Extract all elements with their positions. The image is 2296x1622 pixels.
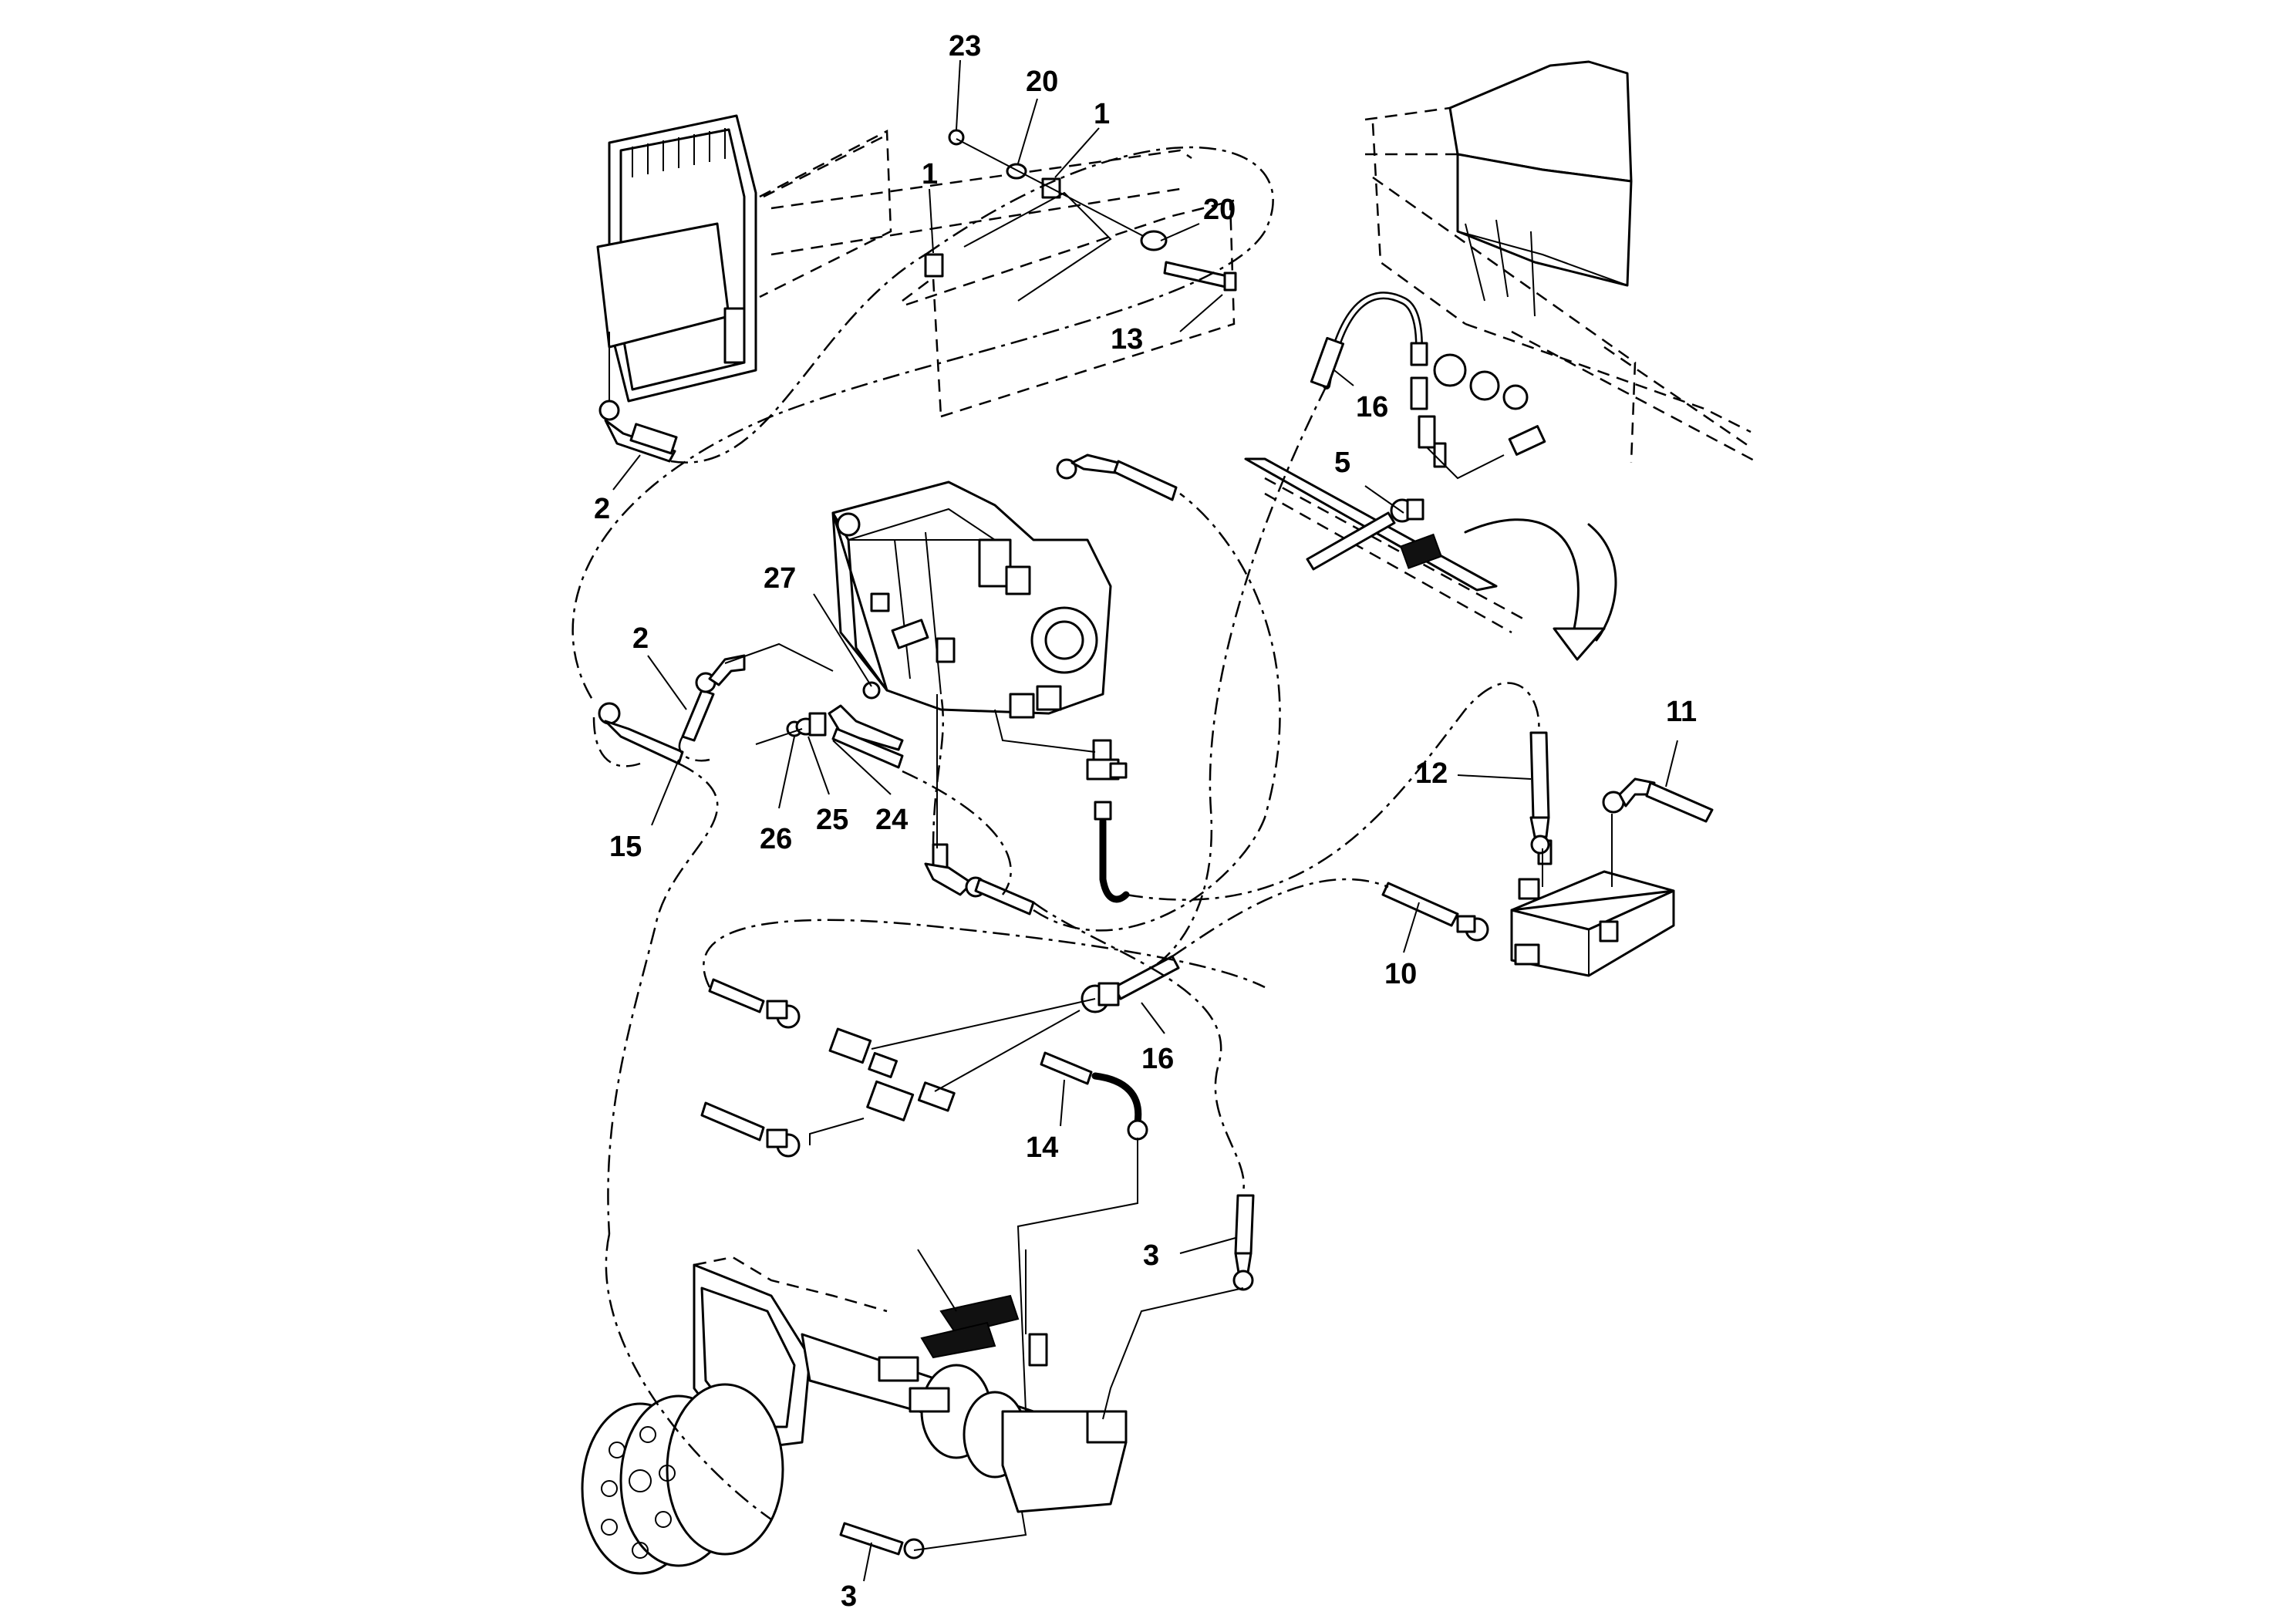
callout-10: 10 bbox=[1384, 958, 1417, 990]
frame-beam-top bbox=[759, 129, 1236, 418]
rear-axle-assembly bbox=[581, 1256, 1128, 1575]
hydrostatic-pump bbox=[831, 481, 1112, 719]
callout-1-left: 1 bbox=[922, 158, 938, 191]
hose-16-top bbox=[1310, 292, 1428, 389]
hopper-assembly bbox=[1364, 60, 1759, 464]
hose-pump-top bbox=[1056, 454, 1178, 501]
callout-11: 11 bbox=[1666, 696, 1697, 728]
callout-14: 14 bbox=[1026, 1131, 1058, 1164]
clamp-hardware bbox=[924, 129, 1237, 302]
callout-23: 23 bbox=[949, 30, 981, 62]
callout-3-right: 3 bbox=[1143, 1239, 1159, 1272]
clamp-block-right bbox=[1399, 533, 1443, 569]
frame-rail-right bbox=[1244, 457, 1528, 634]
callout-2-cooler: 2 bbox=[594, 493, 610, 525]
callout-13: 13 bbox=[1111, 323, 1143, 356]
callout-1-top: 1 bbox=[1094, 98, 1110, 130]
valve-fittings-top-right bbox=[1410, 353, 1546, 480]
hose-14 bbox=[1040, 1051, 1148, 1141]
tee-fitting-pump bbox=[1086, 739, 1130, 903]
hose-3-right bbox=[1232, 1194, 1255, 1291]
hose-15 bbox=[598, 702, 684, 765]
manifold-fittings bbox=[700, 978, 956, 1158]
callout-5: 5 bbox=[1334, 447, 1350, 479]
hose-routing-lines bbox=[571, 146, 1540, 1521]
oil-cooler bbox=[596, 114, 757, 403]
connection-lines bbox=[609, 332, 1613, 1551]
hose-below-pump bbox=[924, 843, 1035, 916]
hose-12 bbox=[1529, 731, 1550, 855]
callout-25: 25 bbox=[816, 804, 848, 836]
hose-2-cooler bbox=[598, 400, 678, 463]
callout-27: 27 bbox=[764, 562, 796, 595]
hose-2-pump bbox=[681, 654, 746, 742]
hose-10 bbox=[1381, 882, 1489, 942]
valve-block bbox=[1510, 839, 1675, 977]
callout-16-top: 16 bbox=[1356, 391, 1388, 423]
clamp-block-axle bbox=[920, 1294, 1020, 1359]
callout-20-top: 20 bbox=[1026, 66, 1058, 98]
callout-15: 15 bbox=[609, 831, 642, 863]
callout-24: 24 bbox=[875, 804, 908, 836]
leader-lines bbox=[612, 59, 1678, 1582]
callout-26: 26 bbox=[760, 823, 792, 855]
hose-5 bbox=[1306, 498, 1424, 571]
callout-labels: 23 20 1 1 20 13 2 16 5 27 2 15 26 25 24 … bbox=[594, 30, 1697, 1613]
direction-arrow bbox=[1464, 518, 1617, 661]
hose-3-bottom bbox=[839, 1522, 925, 1560]
callout-20-right: 20 bbox=[1203, 194, 1236, 226]
callout-12: 12 bbox=[1415, 757, 1448, 790]
hose-24 bbox=[831, 727, 904, 769]
hose-11 bbox=[1602, 777, 1714, 823]
pump-fittings-left bbox=[755, 619, 956, 751]
callout-3-bottom: 3 bbox=[841, 1580, 857, 1613]
callout-2-pump: 2 bbox=[632, 622, 649, 655]
hose-16-mid bbox=[1081, 955, 1180, 1013]
callout-16-mid: 16 bbox=[1141, 1043, 1174, 1075]
